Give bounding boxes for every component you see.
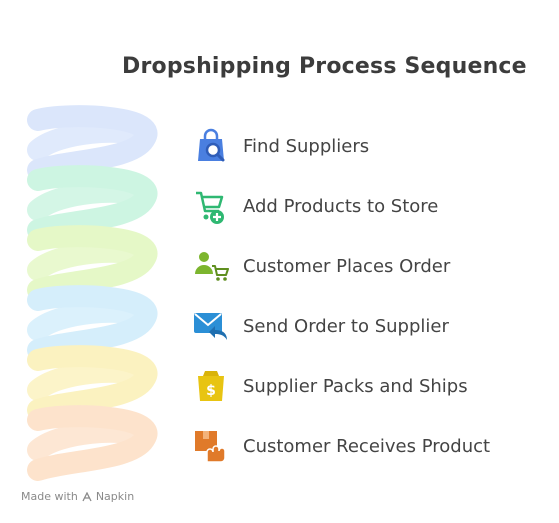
step-add-products: Add Products to Store <box>192 186 438 226</box>
step-label: Add Products to Store <box>243 195 439 217</box>
svg-text:$: $ <box>206 383 216 399</box>
spiral-front-segment <box>27 285 158 361</box>
step-label: Send Order to Supplier <box>243 315 449 337</box>
diagram-title: Dropshipping Process Sequence <box>122 54 527 79</box>
spiral-front-segment <box>27 345 158 421</box>
brand-name: Napkin <box>95 490 135 503</box>
step-supplier-ships: $ Supplier Packs and Ships <box>192 366 468 406</box>
dollar-package-icon: $ <box>192 367 230 405</box>
step-customer-order: Customer Places Order <box>192 246 450 286</box>
customer-cart-icon <box>192 247 230 285</box>
napkin-logo-icon <box>82 491 92 501</box>
box-hand-icon <box>192 427 230 465</box>
step-customer-receives: Customer Receives Product <box>192 426 490 466</box>
step-find-suppliers: Find Suppliers <box>192 126 369 166</box>
step-label: Find Suppliers <box>243 135 370 157</box>
spiral-front-segment <box>27 225 158 301</box>
step-send-order: Send Order to Supplier <box>192 306 449 346</box>
step-label: Customer Places Order <box>243 255 451 277</box>
footer-credit: Made with Napkin <box>21 490 134 503</box>
spiral-front-segment <box>27 105 158 181</box>
cart-add-icon <box>192 187 230 225</box>
envelope-reply-icon <box>192 307 230 345</box>
spiral-coil <box>27 105 158 481</box>
spiral-front-segment <box>27 165 158 241</box>
shopping-bag-search-icon <box>192 127 230 165</box>
spiral-front-segment <box>27 405 158 481</box>
made-with-text: Made with <box>21 490 78 503</box>
step-label: Supplier Packs and Ships <box>243 375 468 397</box>
step-label: Customer Receives Product <box>243 435 491 457</box>
